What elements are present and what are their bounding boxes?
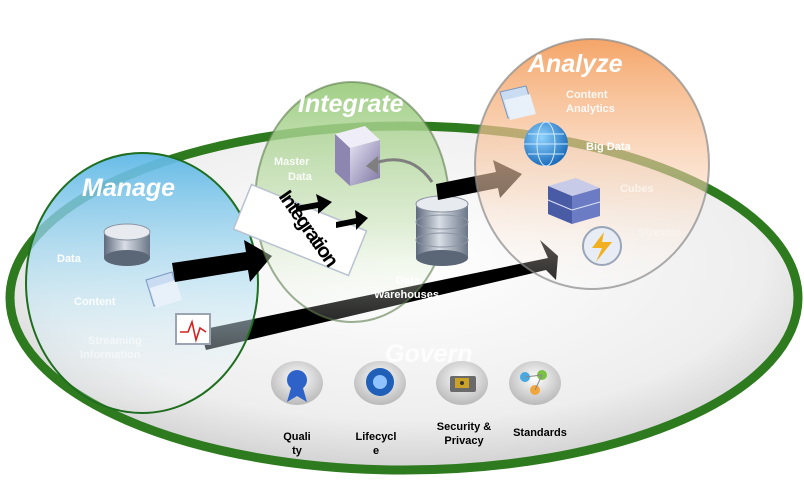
analyze-item-streams: Streams: [638, 227, 681, 239]
arrow-manage-to-integrate: [172, 240, 272, 282]
integrate-title: Integrate: [298, 90, 404, 118]
analyze-circle: [474, 38, 710, 290]
analyze-item-big-data: Big Data: [586, 141, 632, 153]
integrate-item-data: Data: [396, 275, 421, 287]
analyze-item-content: Content: [566, 89, 608, 101]
arrow-integration-up-2: [336, 210, 368, 230]
manage-item-data: Data: [57, 253, 82, 265]
govern-item-quality-line2: ty: [292, 445, 303, 457]
manage-title: Manage: [82, 174, 175, 202]
analyze-title: Analyze: [527, 50, 623, 78]
standards-network-icon: [509, 361, 561, 405]
data-warehouse-cylinders-icon: [415, 195, 469, 266]
govern-item-lifecycle-line1: Lifecycl: [356, 431, 397, 443]
streams-lightning-icon: [582, 226, 622, 266]
integrate-item-warehouses: Warehouses: [374, 289, 439, 301]
manage-item-content: Content: [74, 296, 116, 308]
manage-item-streaming: Streaming: [88, 335, 142, 347]
content-folder-icon: [145, 271, 182, 308]
integrate-item-master: Master: [274, 156, 310, 168]
content-analytics-folder-icon: [499, 85, 536, 120]
govern-item-quality-line1: Quali: [283, 431, 311, 443]
cubes-icon: [547, 178, 601, 224]
govern-icons: [271, 361, 561, 405]
manage-item-information: Information: [80, 349, 141, 361]
manage-region: Manage Data Content Streaming Informatio…: [25, 152, 259, 414]
govern-labels: Quali ty Lifecycl e Security & Privacy S…: [283, 421, 567, 457]
govern-item-security-line1: Security &: [437, 421, 491, 433]
analyze-item-analytics: Analytics: [566, 103, 615, 115]
integrate-item-master-data: Data: [288, 171, 313, 183]
curved-arrow-head: [366, 156, 378, 174]
curved-sync-arrow: [371, 158, 434, 183]
data-cylinder-icon: [103, 223, 151, 266]
analyze-region: Analyze Content Analytics Big Data Cubes: [474, 38, 710, 290]
master-data-cube-icon: [335, 126, 380, 186]
govern-item-security-line2: Privacy: [444, 435, 484, 447]
manage-circle: [25, 152, 259, 414]
arrow-integration-up-1: [296, 194, 332, 214]
streaming-monitor-icon: [175, 313, 211, 345]
analyze-item-cubes: Cubes: [620, 183, 654, 195]
integrate-region: Integrate Master Data Integration Data W…: [232, 81, 469, 323]
govern-item-lifecycle-line2: e: [373, 445, 379, 457]
quality-ribbon-icon: [271, 361, 323, 405]
security-lock-icon: [436, 361, 488, 405]
big-data-globe-icon: [524, 121, 568, 167]
govern-item-standards: Standards: [513, 427, 567, 439]
lifecycle-circle-icon: [354, 361, 406, 405]
